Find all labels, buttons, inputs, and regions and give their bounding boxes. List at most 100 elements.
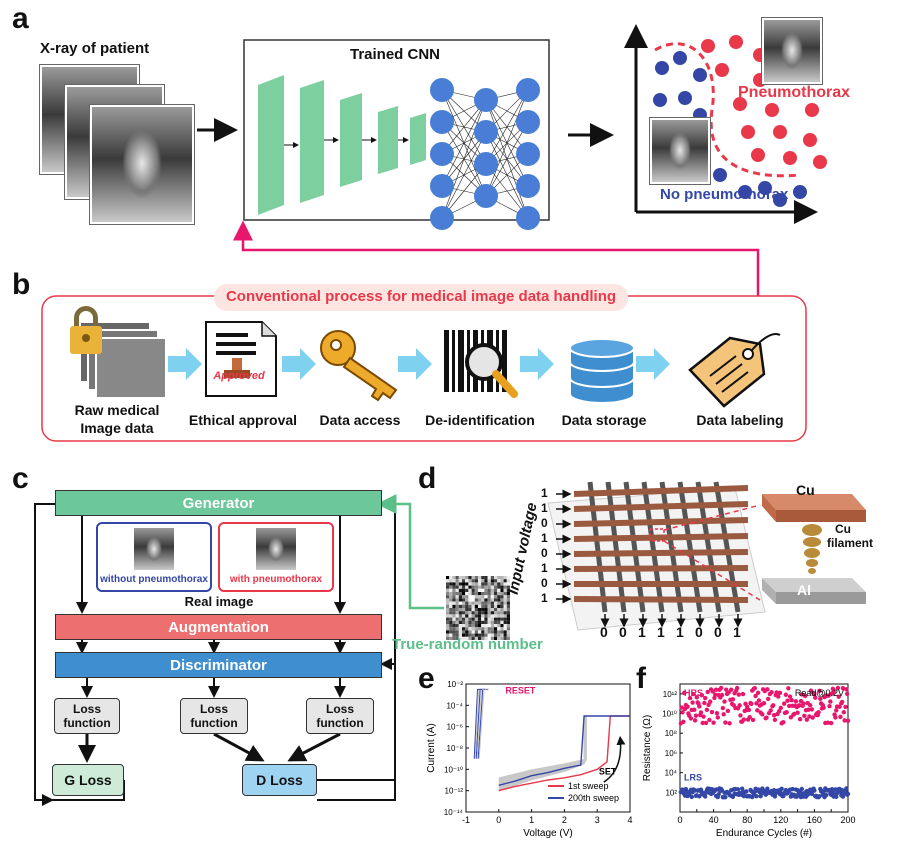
chart-f-xtick-label: 0 [677,815,682,825]
with-pneumothorax-image [256,528,296,570]
chart-f-ytick-label: 10⁸ [665,729,677,738]
chart-f-point [705,689,710,695]
chart-f-point [817,688,822,694]
output-bit: 1 [638,624,646,640]
cu-filament-label-1: Cu [835,522,851,536]
chart-f-point [808,703,813,708]
chart-f-point [681,719,686,724]
chart-f-point [802,693,808,699]
chart-e-frame [465,683,631,813]
chart-f-point [749,701,754,707]
chart-f-point [790,786,795,792]
chart-f-point [835,685,841,691]
class-dot-negative [738,185,752,199]
chart-f-point [698,710,704,715]
chart-e-ytick-label: 10⁻¹⁰ [444,765,463,774]
input-bit: 1 [541,561,548,575]
chart-e-ytick-label: 10⁻⁴ [446,701,463,710]
chart-f-point [703,695,708,701]
chart-f-point [799,692,804,697]
chart-f-point [756,698,762,703]
chart-e-set-arrow [603,735,626,783]
cu-filament-label-2: filament [827,536,874,550]
class-dot-positive [783,151,797,165]
nn-node [430,110,454,134]
step-arrows [168,348,670,380]
chart-f-point [797,703,802,708]
chart-f-point [799,786,804,792]
nn-node [516,142,540,166]
nn-node [516,78,540,102]
chart-f-point [752,685,757,691]
chart-f-xtick-label: 80 [742,815,752,825]
trng-arrow [376,494,444,610]
chart-f-point [746,707,752,713]
input-bit: 1 [541,501,548,515]
chart-e-xtick-label: 4 [627,815,632,825]
loss-function-3-line1: Loss [325,702,354,716]
xray-title: X-ray of patient [40,40,150,57]
class-dot-positive [813,155,827,169]
loss-function-2-line1: Loss [199,702,228,716]
input-bit: 1 [541,486,548,500]
chart-e-reset-line [473,688,483,759]
cnn-title: Trained CNN [350,46,441,63]
nn-node [516,110,540,134]
chart-f-point [680,710,685,715]
chart-e-ytick-label: 10⁻² [447,680,463,689]
loss-function-1-line2: function [63,716,111,730]
chart-f-point [776,709,782,714]
chart-e-series-line [498,715,630,792]
chart-f-xlabel: Endurance Cycles (#) [716,828,812,839]
step-access-label: Data access [319,412,401,428]
chart-f-point [808,688,814,693]
chart-f-point [723,720,728,725]
chart-e-ylabel: Current (A) [426,723,437,772]
chart-f-point [845,718,851,724]
chart-f-point [829,720,834,726]
chart-e-series-line [498,715,630,787]
class-dot-negative [793,185,807,199]
panel-e-letter: e [418,662,435,695]
chart-f-point [734,685,740,691]
chart-f-point [813,695,818,700]
chart-f-point [679,705,684,710]
class-dot-negative [653,93,667,107]
chart-f-point [722,699,727,704]
chart-f-xtick-label: 40 [709,815,719,825]
chart-f-point [845,791,851,797]
chart-f-read-label: Read@0.2V [795,688,844,698]
cu-filament [802,524,822,574]
cnn-box [243,39,550,221]
chart-e-xtick-label: -1 [462,815,470,825]
chart-f-point [843,704,848,710]
chart-f-point [725,708,731,714]
chart-f-point [765,687,770,692]
g-loss-box: G Loss [52,764,124,796]
chart-f-point [707,717,712,723]
chart-f-point [789,698,794,703]
chart-f-point [688,716,694,721]
chart-f-point [723,795,728,800]
chart-f-point [737,703,742,708]
step-labeling-label: Data labeling [696,412,784,428]
xray-image-front [90,105,194,224]
chart-f-point [735,787,741,792]
loss-function-box-3: Loss function [306,698,374,734]
chart-f-point [842,718,847,723]
chart-f-point [844,786,849,791]
chart-e-xtick-label: 0 [496,815,501,825]
loss-function-box-2: Loss function [180,698,248,734]
chart-f-point [809,707,815,712]
chart-f-ytick-label: 10⁴ [665,769,678,778]
output-bit: 1 [657,624,665,640]
chart-f-point [694,695,699,700]
true-random-noise [446,576,510,640]
chart-e-xtick-label: 1 [529,815,534,825]
chart-f-point [741,717,747,722]
nn-node [430,142,454,166]
normal-example-image [650,118,710,184]
loss-function-3-line2: function [316,716,364,730]
